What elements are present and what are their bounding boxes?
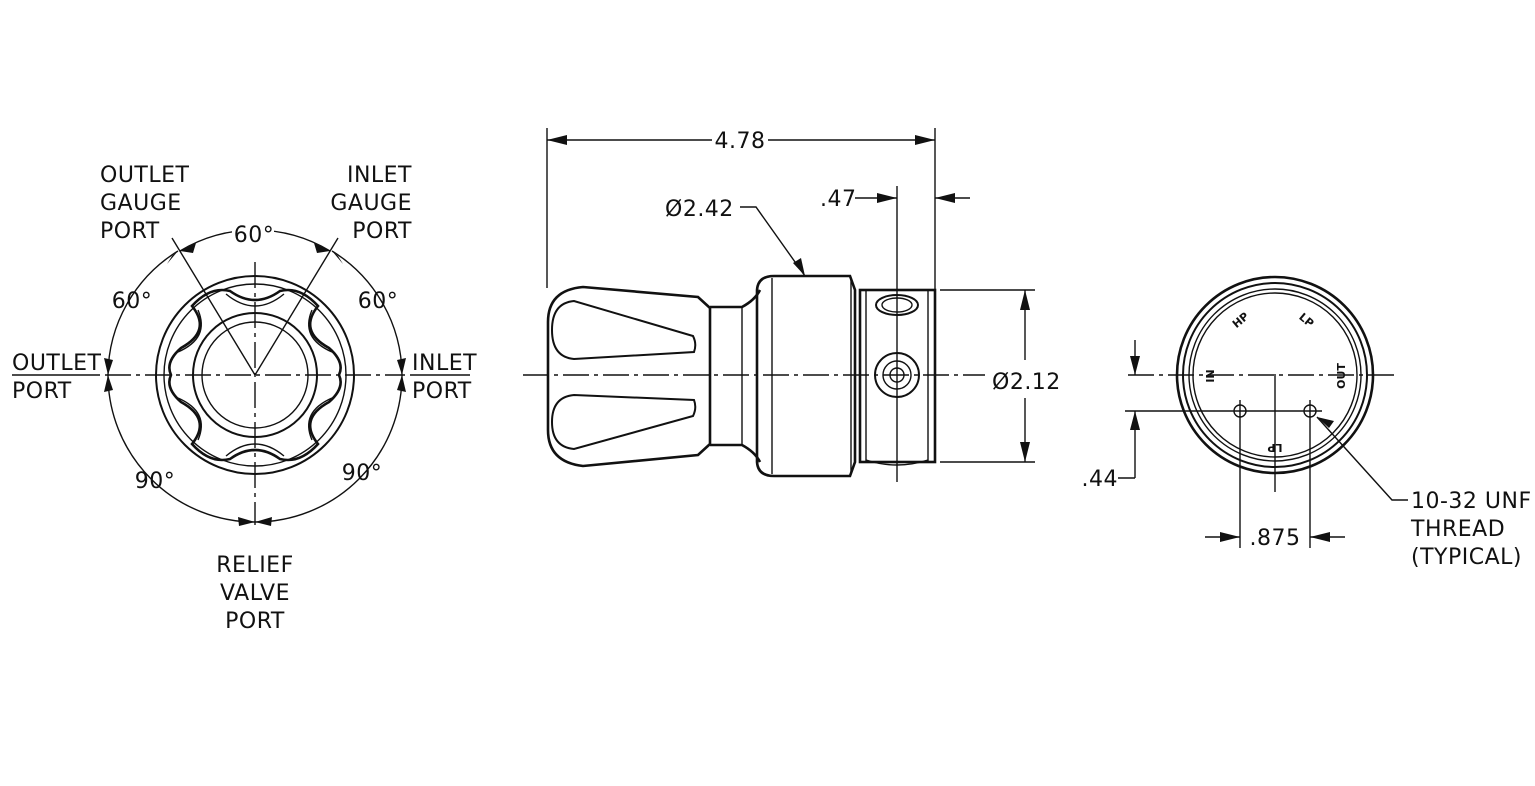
knob-inner-circle (192, 312, 318, 438)
thread-note: THREAD (1410, 517, 1505, 542)
knob-scallop-upper-left (177, 309, 202, 353)
arc-arrow (104, 375, 113, 392)
knob-scallop-lower-left (177, 397, 202, 441)
port-mark-in: IN (1204, 369, 1217, 382)
bonnet-profile (755, 274, 857, 478)
angle-arc-upper-left (107, 250, 179, 376)
dim-arrow (1310, 532, 1330, 542)
port-mark-out: OUT (1335, 363, 1348, 389)
angle-label-lower-left: 90° (135, 469, 176, 494)
outlet-gauge-port-label: OUTLET (100, 163, 190, 188)
dim-arrow (1317, 417, 1334, 428)
dim-arrow (877, 193, 897, 203)
hole-offset-dimension: .44 (1082, 467, 1119, 492)
angle-label-top: 60° (234, 223, 275, 248)
body-diameter-leader (740, 206, 806, 277)
thread-note: 10-32 UNF (1411, 489, 1532, 514)
arc-arrow (332, 251, 343, 264)
outlet-port-label: PORT (12, 379, 72, 404)
hole-spacing-dimension: .875 (1250, 526, 1301, 551)
angle-label-lower-right: 90° (342, 461, 383, 486)
knob-scallop-lower-right (308, 397, 333, 441)
arc-arrow (180, 243, 196, 253)
dim-arrow (935, 193, 955, 203)
dim-arrow (1020, 290, 1030, 310)
inlet-gauge-port-label: PORT (352, 219, 412, 244)
arc-arrow (238, 517, 255, 526)
inlet-port-label: INLET (412, 351, 477, 376)
base-diameter-dimension: Ø2.12 (992, 370, 1061, 395)
knob-grip-lower (550, 393, 697, 451)
left-second-circle (163, 283, 347, 467)
arc-arrow (104, 358, 113, 375)
dim-arrow (1130, 356, 1140, 375)
dim-arrow (1220, 532, 1240, 542)
dim-arrow (1130, 411, 1140, 430)
outlet-port-label: OUTLET (12, 351, 102, 376)
knob-center-circle (201, 321, 309, 429)
thread-note: (TYPICAL) (1411, 545, 1522, 570)
port-offset-dimension: .47 (820, 187, 857, 212)
overall-length-dimension: 4.78 (715, 129, 766, 154)
right-end-view: IN HP LP OUT LP .44 .875 10-32 UNF THREA… (1082, 275, 1532, 570)
knob-scallop-upper-right (308, 309, 333, 353)
outlet-gauge-port-line (171, 237, 256, 376)
left-end-view: OUTLET GAUGE PORT INLET GAUGE PORT OUTLE… (12, 163, 477, 634)
angle-arc-lower-right (254, 374, 403, 523)
inlet-port-label: PORT (412, 379, 472, 404)
thread-note-leader (1316, 416, 1408, 501)
knob-scallop-bottom (225, 443, 285, 457)
relief-valve-port-label: PORT (225, 609, 285, 634)
outlet-gauge-port-label: GAUGE (100, 191, 182, 216)
relief-valve-port-label: VALVE (220, 581, 290, 606)
dim-arrow (915, 135, 935, 145)
arc-arrow (397, 375, 406, 392)
inlet-gauge-port-line (254, 237, 339, 376)
dim-arrow (1020, 442, 1030, 462)
inlet-gauge-port-label: INLET (347, 163, 412, 188)
port-mark-lp-bottom: LP (1267, 441, 1282, 454)
outlet-gauge-port-label: PORT (100, 219, 160, 244)
knob-scallop-top (225, 293, 285, 307)
dim-arrow (793, 258, 805, 276)
side-view: 4.78 Ø2.42 .47 Ø2.12 (523, 128, 1062, 482)
arc-arrow (167, 251, 178, 264)
knob-grip-upper (550, 299, 697, 361)
neck-profile (710, 289, 762, 463)
angle-label-upper-left: 60° (112, 289, 153, 314)
port-mark-lp-top: LP (1296, 310, 1316, 330)
knob-lobed-outline (168, 288, 342, 462)
arc-arrow (397, 358, 406, 375)
port-mark-hp: HP (1230, 310, 1252, 331)
body-diameter-dimension: Ø2.42 (665, 197, 734, 222)
knob-profile (546, 285, 712, 468)
relief-valve-port-label: RELIEF (216, 553, 294, 578)
inlet-gauge-port-label: GAUGE (330, 191, 412, 216)
angle-arc-lower-left (107, 374, 256, 523)
angle-arc-upper-right (331, 250, 403, 376)
left-outer-circle (155, 275, 355, 475)
angle-label-upper-right: 60° (358, 289, 399, 314)
arc-arrow (255, 517, 272, 526)
arc-arrow (314, 243, 330, 253)
dim-arrow (547, 135, 567, 145)
